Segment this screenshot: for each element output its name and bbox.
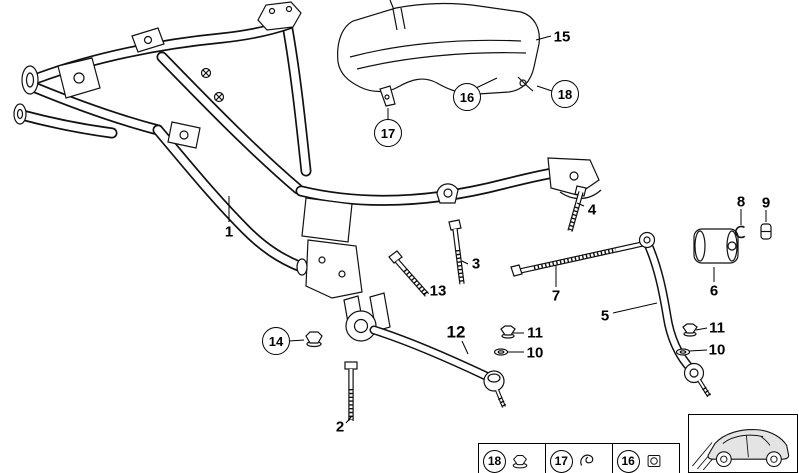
part-bolt-3: [448, 219, 465, 285]
part-sleeve-nut: [760, 223, 772, 240]
part-nut-11b: [682, 323, 698, 337]
legend-item-18: 18: [478, 443, 546, 473]
callout-17: 17: [374, 119, 402, 147]
callout-13: 13: [429, 282, 447, 300]
part-heat-shield: [337, 0, 540, 107]
callout-10b: 10: [708, 341, 726, 359]
legend: 18 17 16: [478, 443, 680, 473]
leader-lines: [228, 35, 767, 424]
car-icon: [692, 429, 790, 471]
callout-1: 1: [224, 223, 234, 241]
legend-callout-18: 18: [483, 449, 506, 473]
part-nut-11a: [500, 325, 516, 339]
legend-callout-17: 17: [549, 449, 573, 473]
callout-18: 18: [551, 80, 579, 108]
callout-14: 14: [262, 327, 290, 355]
part-bolt-4: [567, 185, 587, 232]
callout-2: 2: [335, 418, 345, 436]
callout-11b: 11: [709, 319, 725, 337]
callout-15: 15: [553, 28, 571, 46]
part-front-axle-subframe: [13, 1, 602, 335]
part-bolt-7: [510, 240, 648, 277]
square-nut-icon: [647, 455, 661, 467]
callout-3: 3: [471, 255, 481, 273]
callout-7: 7: [551, 287, 561, 305]
part-snap-ring: [735, 225, 746, 239]
part-nut-14: [305, 331, 323, 348]
part-control-arm: [345, 310, 508, 410]
callout-9: 9: [761, 194, 771, 212]
callout-12: 12: [446, 322, 466, 342]
part-washer-10b: [675, 348, 691, 356]
callout-16: 16: [453, 83, 481, 111]
legend-callout-16: 16: [616, 449, 640, 473]
callout-8: 8: [736, 193, 746, 211]
callout-10a: 10: [526, 344, 544, 362]
vehicle-thumbnail: [688, 414, 798, 473]
part-bushing: [693, 228, 739, 264]
part-bolt-13: [388, 250, 430, 297]
part-washer-10a: [493, 348, 509, 356]
legend-item-16: 16: [611, 443, 680, 473]
callout-5: 5: [600, 307, 610, 325]
callout-4: 4: [587, 201, 597, 219]
callout-6: 6: [709, 282, 719, 300]
retainer-clip-icon: [580, 454, 594, 466]
callout-11a: 11: [527, 324, 543, 342]
flange-nut-icon: [512, 455, 528, 469]
part-bolt-2: [344, 361, 358, 421]
legend-item-17: 17: [544, 443, 613, 473]
